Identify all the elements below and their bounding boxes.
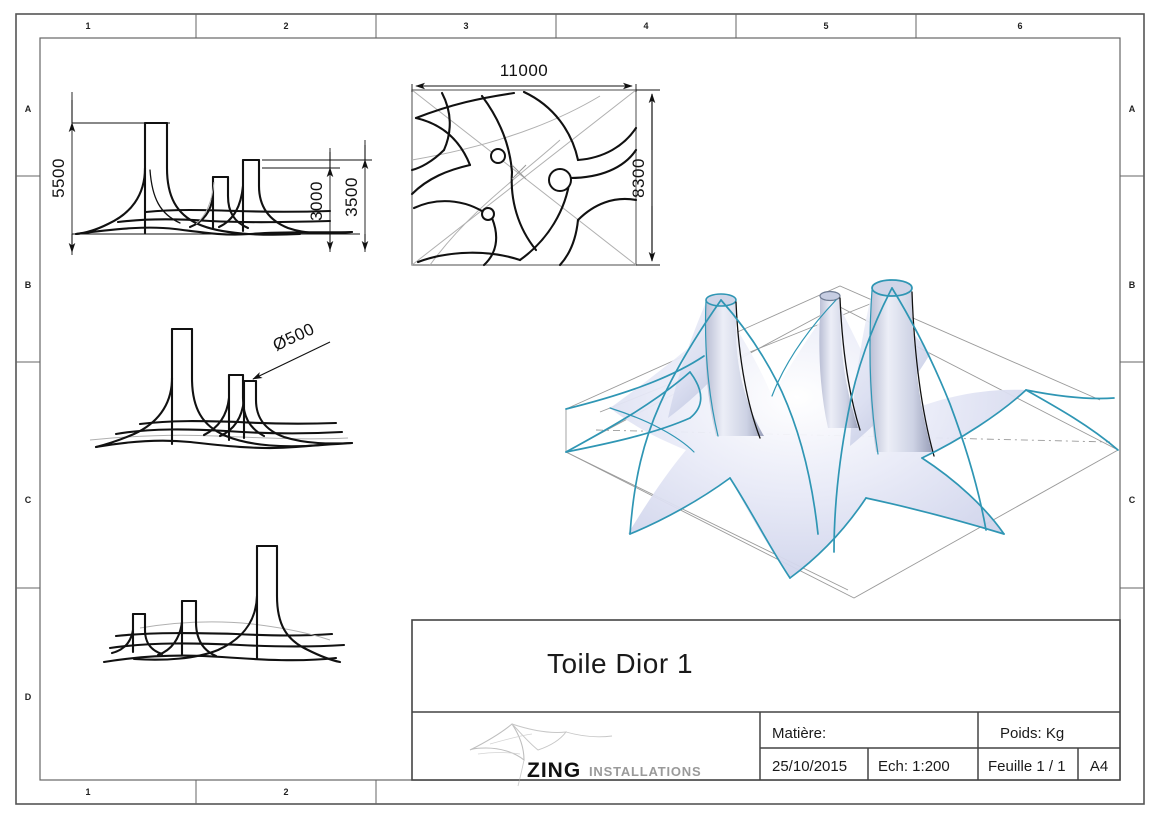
dimension-label-3500: 3500 [342, 177, 361, 217]
company-logo: ZING INSTALLATIONS [469, 723, 701, 787]
title-block-outline [411, 619, 1121, 781]
mast-mid [819, 290, 861, 431]
zone-left-c: C [25, 495, 32, 505]
plan-center-mark [511, 164, 527, 180]
plan-view: 11000 8300 [410, 61, 660, 267]
zone-markers-top: 1 2 3 4 5 6 [85, 14, 1023, 38]
zone-top-6: 6 [1017, 21, 1022, 31]
dimension-3500: 3500 [262, 140, 372, 252]
plan-mast-small [490, 148, 506, 164]
zone-top-5: 5 [823, 21, 828, 31]
logo-installations-text: INSTALLATIONS [589, 764, 701, 779]
zone-right-a: A [1129, 104, 1136, 114]
plan-mast-large [548, 168, 572, 192]
zone-markers-right: A B C [1120, 104, 1144, 589]
mast-right [869, 279, 935, 457]
dimension-label-11000: 11000 [500, 61, 549, 80]
dimension-8300: 8300 [629, 89, 660, 266]
drawing-scale: Ech: 1:200 [878, 758, 950, 775]
zone-right-b: B [1129, 280, 1136, 290]
zone-bottom-2: 2 [283, 787, 288, 797]
mast-left [704, 293, 764, 439]
zone-left-d: D [25, 692, 32, 702]
logo-zing-text: ZING [527, 759, 581, 782]
zone-left-a: A [25, 104, 32, 114]
zone-bottom-1: 1 [85, 787, 90, 797]
rear-elevation-view [102, 544, 346, 664]
plan-boundary [411, 89, 637, 266]
zone-top-2: 2 [283, 21, 288, 31]
logo-tent-mark [469, 723, 613, 787]
material-label: Matière: [772, 725, 826, 742]
zone-top-1: 1 [85, 21, 90, 31]
edge-cables [565, 287, 1119, 579]
plan-mast-mid [481, 207, 495, 221]
dimension-5500: 5500 [49, 92, 360, 255]
drawing-title: Toile Dior 1 [547, 648, 693, 679]
dimension-label-8300: 8300 [629, 158, 648, 198]
zone-top-3: 3 [463, 21, 468, 31]
front-elevation-view: 5500 3000 3500 [49, 92, 372, 255]
sheet-number: Feuille 1 / 1 [988, 758, 1066, 775]
zone-left-b: B [25, 280, 32, 290]
isometric-3d-view [565, 279, 1119, 599]
dimension-3000: 3000 [262, 148, 340, 252]
sheet-format: A4 [1090, 758, 1108, 775]
zone-top-4: 4 [643, 21, 648, 31]
dimension-label-3000: 3000 [307, 181, 326, 221]
zone-right-c: C [1129, 495, 1136, 505]
zone-markers-left: A B C D [16, 104, 40, 702]
title-block: Toile Dior 1 ZING INSTALLATIONS Matière:… [411, 619, 1121, 787]
frame-outer [15, 13, 1145, 805]
weight-label: Poids: Kg [1000, 725, 1064, 742]
zone-markers-bottom: 1 2 [85, 780, 377, 804]
dimension-label-5500: 5500 [49, 158, 68, 198]
dimension-11000: 11000 [411, 61, 637, 92]
drawing-date: 25/10/2015 [772, 758, 847, 775]
